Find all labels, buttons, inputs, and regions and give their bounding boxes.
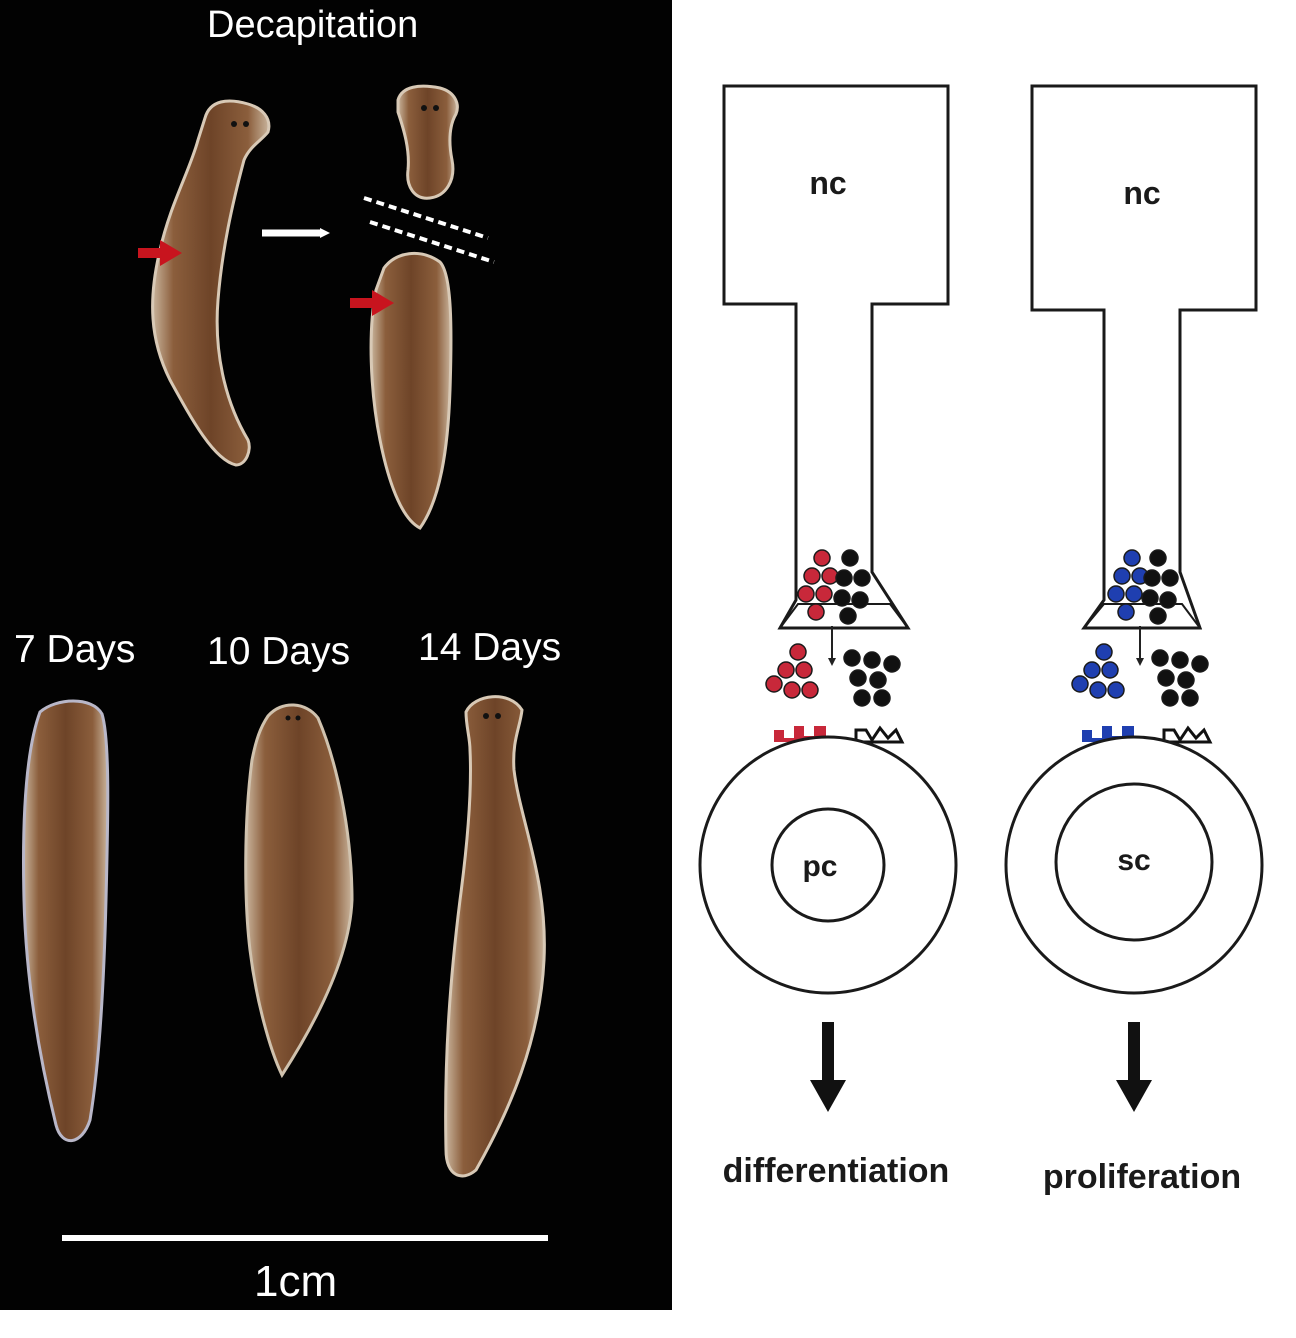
day-label-7: 7 Days [14, 628, 136, 671]
outcome-label-left: differentiation [723, 1152, 950, 1190]
tail-fragment [369, 251, 453, 530]
target-label-left: pc [802, 850, 837, 883]
cut-line [363, 196, 489, 240]
planarian-photo-drawing [22, 84, 548, 1241]
nerve-label-right: nc [1123, 175, 1160, 211]
nucleus-right [1054, 782, 1214, 942]
released-blue-vesicles [1071, 643, 1125, 699]
down-arrow-icon [810, 1022, 846, 1112]
day-label-14: 14 Days [418, 626, 562, 669]
down-arrow-icon [1116, 1022, 1152, 1112]
head-fragment [396, 84, 459, 200]
signaling-diagram-panel: nc nc pc sc differentiation proliferatio… [672, 0, 1296, 1338]
released-red-vesicles [765, 643, 819, 699]
cut-line [369, 220, 495, 264]
outcome-label-right: proliferation [1043, 1158, 1241, 1196]
worm-eye [231, 121, 237, 127]
worm-day-14 [444, 695, 546, 1178]
released-black-vesicles [1151, 649, 1209, 707]
planarian-photo-panel: Decapitation 7 Days 10 Days 14 Days 1cm [0, 0, 672, 1310]
black-receptor [854, 725, 905, 744]
nerve-cell-right [1030, 84, 1258, 630]
scale-bar-label: 1cm [254, 1257, 338, 1306]
red-arrow-icon [138, 240, 182, 266]
black-vesicle-cluster [1141, 549, 1179, 625]
target-label-right: sc [1117, 844, 1150, 877]
neuron-right [1004, 84, 1264, 1112]
worm-day-7 [22, 699, 110, 1143]
red-arrow-icon [350, 290, 394, 316]
day-label-10: 10 Days [207, 630, 351, 673]
nucleus-left [770, 807, 886, 923]
nerve-label-left: nc [809, 165, 846, 201]
signaling-diagram: nc nc pc sc differentiation proliferatio… [698, 84, 1264, 1196]
neuron-left [698, 84, 958, 1112]
black-receptor [1162, 725, 1213, 744]
worm-day-10 [244, 703, 354, 1079]
red-vesicle-cluster [797, 549, 839, 621]
decapitation-title: Decapitation [207, 4, 419, 46]
released-black-vesicles [843, 649, 901, 707]
intact-worm [151, 99, 271, 467]
black-vesicle-cluster [833, 549, 871, 625]
worm-eye [243, 121, 249, 127]
